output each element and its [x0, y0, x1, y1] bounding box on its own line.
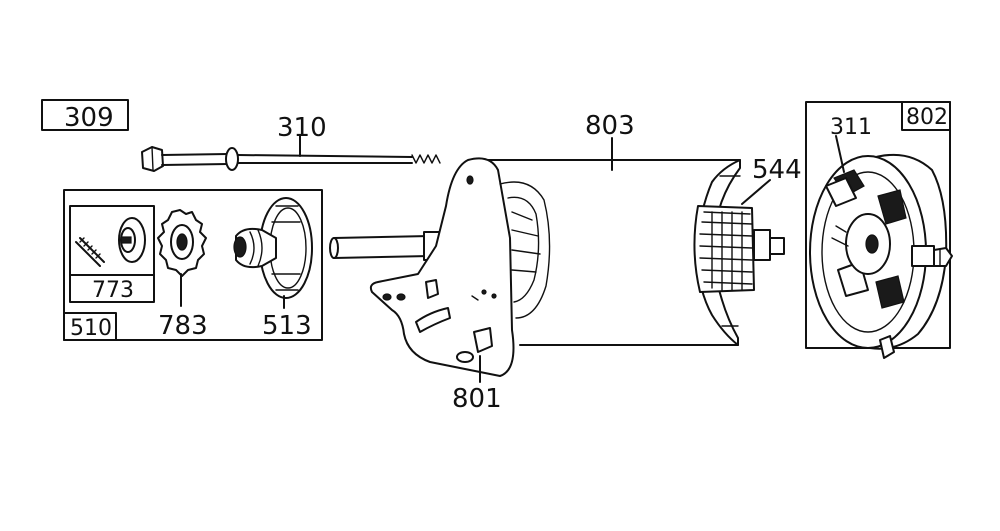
- spring-773: [75, 237, 105, 267]
- part-513-label: 513: [262, 311, 312, 341]
- part-510-label: 510: [70, 316, 112, 341]
- drive-assembly-513: 513: [233, 197, 313, 341]
- leader-544: [741, 179, 771, 205]
- pinion-gear-783: 783: [157, 209, 208, 341]
- part-803-label: 803: [585, 111, 635, 141]
- part-309-box: [41, 99, 129, 131]
- part-802-label: 802: [906, 105, 948, 130]
- commutator-end-cap-802: 802 311: [805, 101, 953, 359]
- part-309-label: 309: [64, 103, 114, 133]
- leader-311: [835, 135, 845, 173]
- armature-commutator-544: 544: [693, 155, 802, 293]
- through-bolt-310: 310: [141, 113, 441, 172]
- part-773-label: 773: [92, 278, 134, 303]
- drive-kit-510: 510 773 783: [63, 189, 323, 341]
- part-544-label: 544: [752, 155, 802, 185]
- part-309-callout: 309: [41, 99, 129, 133]
- part-802-box: [901, 101, 951, 131]
- retainer-773: [118, 217, 146, 263]
- part-773-frame: [69, 205, 155, 303]
- part-510-box: [63, 312, 117, 341]
- drive-kit-frame: [63, 189, 323, 341]
- part-783-label: 783: [158, 311, 208, 341]
- part-801-label: 801: [452, 384, 502, 414]
- part-311-label: 311: [830, 115, 872, 140]
- part-310-label: 310: [277, 113, 327, 143]
- drive-end-cap-801: 801: [329, 157, 551, 414]
